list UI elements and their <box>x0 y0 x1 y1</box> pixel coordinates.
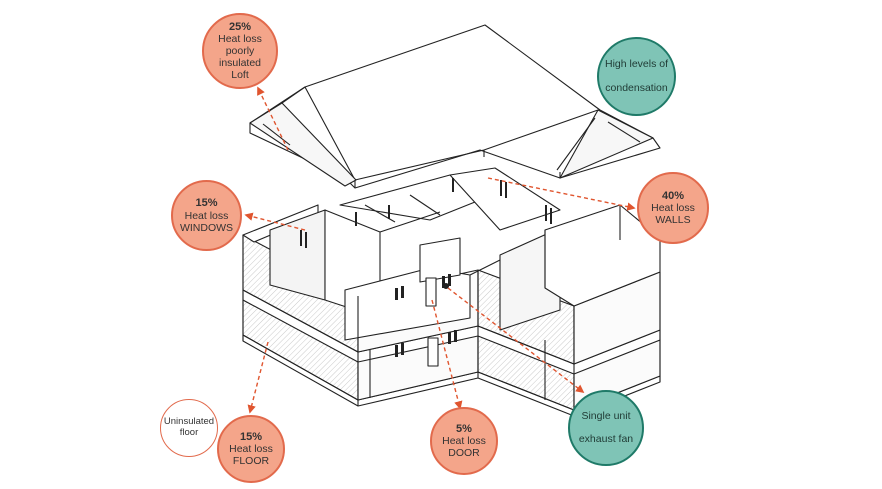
arrows <box>244 86 636 414</box>
condensation-label-line: High levels of <box>604 58 669 71</box>
exhaust-fan-label-line: Single unit <box>581 409 631 422</box>
floor-percent: 15% <box>239 430 263 443</box>
walls-percent: 40% <box>661 189 685 202</box>
condensation-bubble: High levels of condensation <box>597 37 676 116</box>
uninsulated-floor-bubble: Uninsulated floor <box>160 399 218 457</box>
arrow-loft <box>257 86 289 151</box>
door-label-line: DOOR <box>448 447 480 460</box>
floor-label-line: FLOOR <box>232 455 270 468</box>
windows-label-line: Heat loss <box>184 209 229 222</box>
loft-label-line: Loft <box>231 69 249 82</box>
windows-label-line: WINDOWS <box>179 221 234 234</box>
building <box>242 167 661 417</box>
floor-label-line: Heat loss <box>229 443 273 456</box>
arrow-windows <box>244 212 306 231</box>
roof <box>249 24 661 189</box>
condensation-label-line: condensation <box>605 81 668 94</box>
walls-label-line: Heat loss <box>651 202 695 215</box>
door-label-line: Heat loss <box>442 435 486 448</box>
loft-label-line: insulated <box>218 57 262 70</box>
arrow-exhaust-fan <box>447 287 585 394</box>
windows-heat-loss-bubble: 15% Heat loss WINDOWS <box>171 180 242 251</box>
arrow-walls <box>487 177 636 211</box>
walls-label-line: WALLS <box>655 214 691 227</box>
windows <box>300 178 552 357</box>
walls-heat-loss-bubble: 40% Heat loss WALLS <box>637 172 709 244</box>
uninsulated-floor-label-line: floor <box>179 427 199 438</box>
exhaust-fan-label-line: exhaust fan <box>578 433 634 445</box>
loft-label-line: poorly <box>225 45 255 58</box>
arrow-door <box>431 299 463 410</box>
loft-percent: 25% <box>228 20 252 33</box>
exhaust-fan-bubble: Single unit exhaust fan <box>568 390 644 466</box>
loft-label-line: Heat loss <box>218 33 262 46</box>
door-percent: 5% <box>456 422 472 435</box>
loft-heat-loss-bubble: 25% Heat loss poorly insulated Loft <box>202 13 278 89</box>
door-heat-loss-bubble: 5% Heat loss DOOR <box>430 407 498 475</box>
windows-percent: 15% <box>195 197 218 210</box>
floor-heat-loss-bubble: 15% Heat loss FLOOR <box>217 415 285 483</box>
uninsulated-floor-label-line: Uninsulated <box>163 416 215 428</box>
arrow-floor <box>247 341 269 414</box>
